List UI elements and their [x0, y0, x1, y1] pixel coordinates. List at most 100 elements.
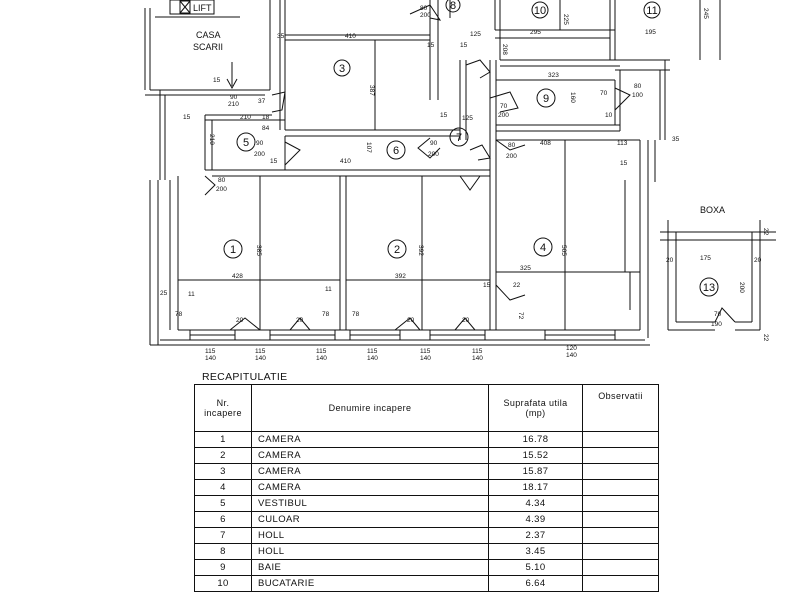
header-nr-line2: incapere [204, 408, 242, 418]
dim: 125 [470, 31, 481, 38]
cell-obs [582, 511, 659, 528]
dim: 125 [462, 115, 473, 122]
cell-nr: 4 [194, 479, 252, 496]
window-dim: 115 [367, 348, 378, 355]
cell-obs [582, 543, 659, 560]
dim: 20 [236, 317, 244, 324]
room-10-number: 10 [534, 5, 546, 17]
cell-name: CAMERA [251, 447, 489, 464]
cell-nr: 1 [194, 431, 252, 448]
door-dim: 190 [711, 321, 722, 328]
dim: 84 [262, 125, 270, 132]
cell-obs [582, 527, 659, 544]
window-dim: 140 [367, 355, 378, 362]
cell-nr: 2 [194, 447, 252, 464]
dim: 11 [325, 286, 332, 293]
room-5-number: 5 [243, 137, 249, 149]
door-dim: 90 [256, 140, 264, 147]
door-dim: 200 [216, 186, 227, 193]
window-dim: 115 [255, 348, 266, 355]
dim: 323 [548, 72, 559, 79]
header-suprafata-line2: (mp) [525, 408, 546, 418]
dim: 35 [277, 33, 285, 40]
window-dim: 140 [316, 355, 327, 362]
dim: 15 [440, 112, 448, 119]
room-9-circle [536, 88, 556, 108]
door-dim: 90 [430, 140, 438, 147]
dim: 15 [427, 42, 435, 49]
window-dim: 140 [205, 355, 216, 362]
window-dim: 115 [420, 348, 431, 355]
cell-nr: 7 [194, 527, 252, 544]
recap-title: RECAPITULATIE [202, 371, 288, 383]
room-labels: 3 8 10 11 9 5 6 7 1 2 4 13 [223, 0, 719, 297]
room-4-circle [533, 237, 553, 257]
cell-nr: 5 [194, 495, 252, 512]
bottom-rooms-walls [177, 139, 640, 330]
dim: 410 [340, 158, 351, 165]
floor-plan-drawing: LIFT CASA SCARII [144, 0, 776, 362]
dim: 70 [600, 90, 608, 97]
room-1-number: 1 [230, 244, 236, 256]
dim: 15 [213, 77, 221, 84]
storage-box-13: BOXA [660, 205, 776, 331]
dim: 22 [762, 228, 769, 236]
dim: 225 [562, 14, 569, 25]
cell-name: VESTIBUL [251, 495, 489, 512]
cell-area: 2.37 [488, 527, 583, 544]
door-dim: 80 [508, 142, 516, 149]
room-3-circle [333, 59, 351, 77]
header-nr: Nr. incapere [194, 384, 252, 432]
dim: 295 [530, 29, 541, 36]
cell-area: 16.78 [488, 431, 583, 448]
window-dim: 140 [420, 355, 431, 362]
lift-box [169, 0, 215, 15]
dim: 200 [738, 282, 745, 293]
dim: 10 [605, 112, 613, 119]
dim: 505 [560, 245, 567, 256]
room-2-number: 2 [394, 244, 400, 256]
cell-name: HOLL [251, 543, 489, 560]
dim: 35 [672, 136, 680, 143]
dim: 208 [501, 44, 508, 55]
room-2-circle [387, 239, 407, 259]
cell-nr: 8 [194, 543, 252, 560]
storage-label: BOXA [700, 205, 725, 215]
dim: 20 [407, 317, 415, 324]
cell-area: 15.52 [488, 447, 583, 464]
lift-label: LIFT [193, 3, 212, 13]
cell-obs [582, 431, 659, 448]
dim: 90 [230, 94, 238, 101]
dim: 210 [208, 134, 215, 145]
cell-obs [582, 495, 659, 512]
door-dim: 80 [420, 5, 428, 12]
window-dim: 120 [566, 345, 577, 352]
dim: 20 [666, 257, 674, 264]
dim: 78 [352, 311, 360, 318]
room-6-number: 6 [393, 145, 399, 157]
dim: 113 [617, 140, 628, 147]
cell-name: CAMERA [251, 431, 489, 448]
window-dim: 115 [205, 348, 216, 355]
room-6-circle [386, 140, 406, 160]
dim: 210 [240, 114, 251, 121]
window-dim: 140 [472, 355, 483, 362]
cell-name: CULOAR [251, 511, 489, 528]
cell-area: 4.39 [488, 511, 583, 528]
dim: 72 [517, 312, 524, 320]
room-13-circle [699, 277, 719, 297]
dimension-annotations: 35 410 387 15 15 125 295 225 195 245 208… [160, 5, 769, 362]
room-3-number: 3 [339, 63, 345, 75]
window-dim: 140 [566, 352, 577, 359]
door-dim: 200 [420, 12, 431, 19]
dim: 428 [232, 273, 243, 280]
dim: 210 [228, 101, 239, 108]
cell-obs [582, 575, 659, 592]
dim: 20 [754, 257, 762, 264]
stair-label-line2: SCARII [193, 42, 223, 52]
dim: 245 [702, 8, 709, 19]
